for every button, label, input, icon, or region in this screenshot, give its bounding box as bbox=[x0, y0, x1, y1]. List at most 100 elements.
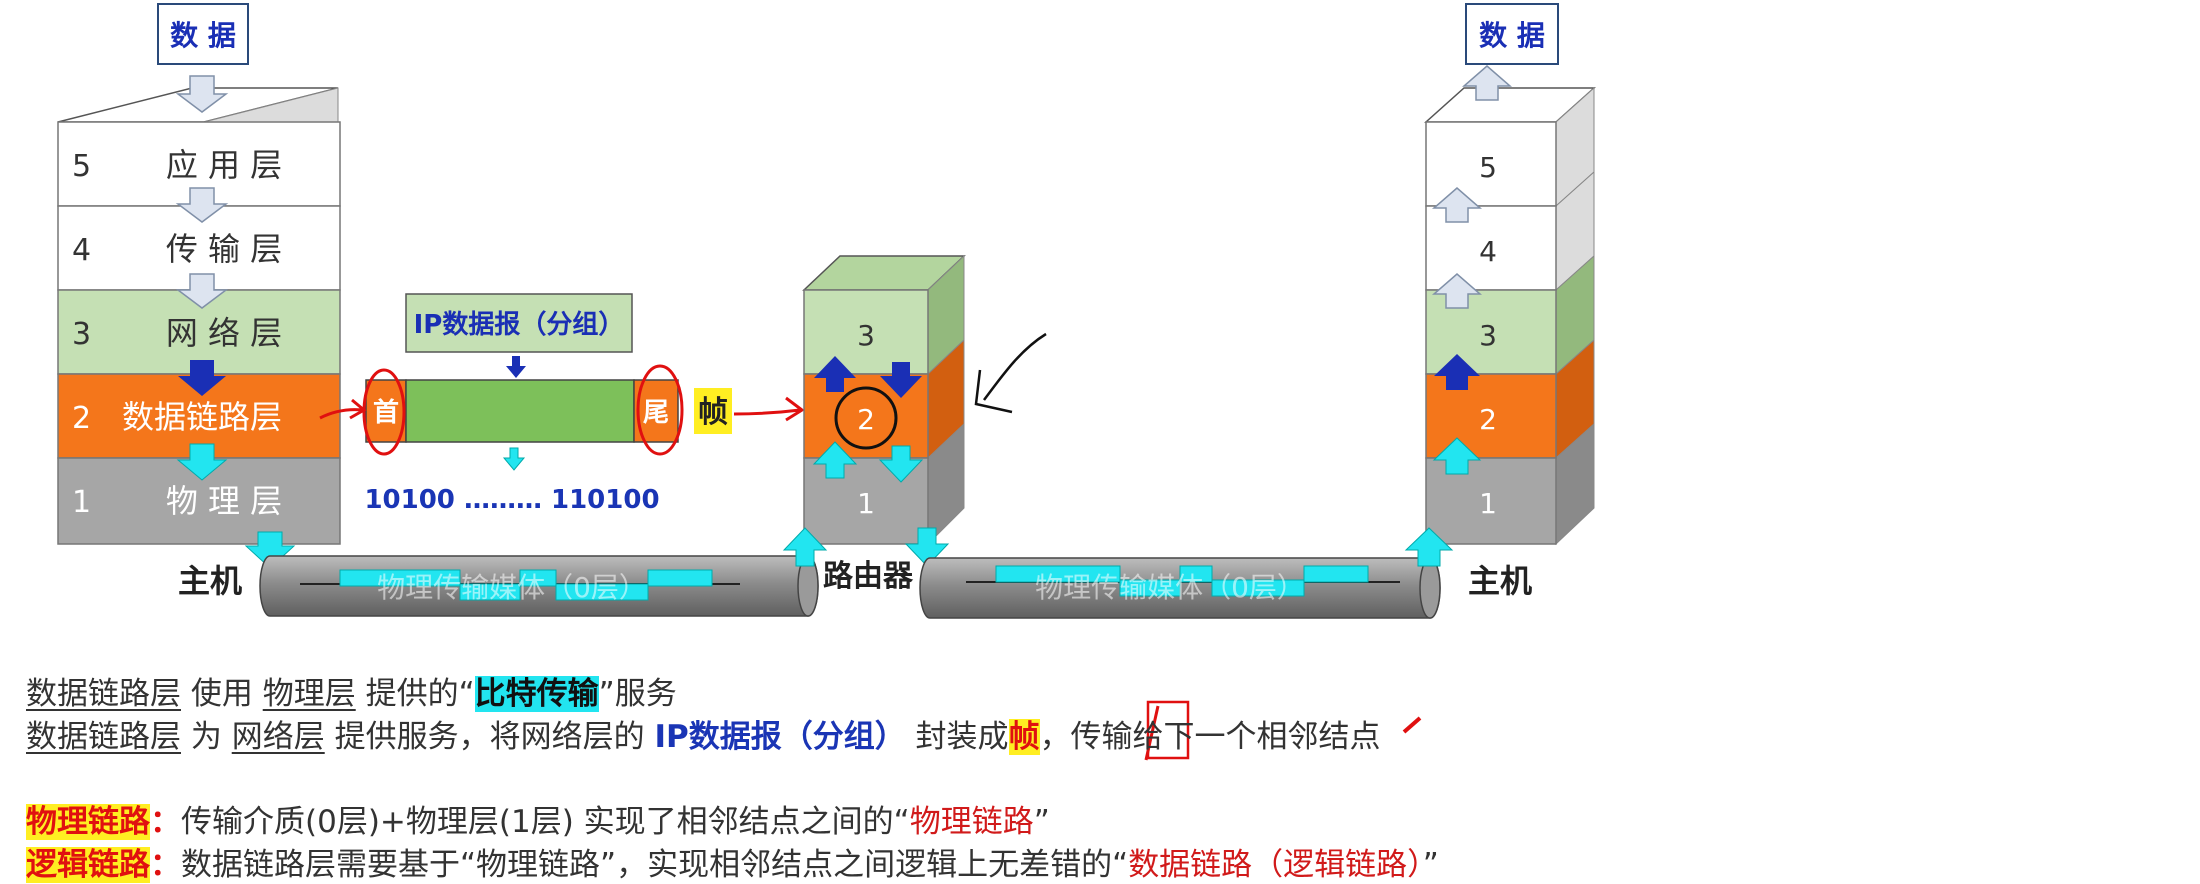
tail-circle bbox=[636, 364, 684, 456]
right-data-box bbox=[1465, 3, 1559, 65]
frame-payload bbox=[405, 379, 635, 443]
left-arrow-data-to-5 bbox=[175, 75, 229, 113]
note2-encap: 封装成 bbox=[905, 719, 1009, 755]
head-circle bbox=[362, 368, 406, 456]
router-up-arrow-1-2 bbox=[812, 441, 858, 479]
right-layer-2-num: 2 bbox=[1479, 403, 1497, 436]
packet-down-arrow bbox=[506, 356, 526, 378]
router-down-arrow-2-1 bbox=[878, 445, 924, 483]
right-host-stack: 数 据 5 4 3 2 1 主机 bbox=[1404, 3, 1596, 600]
right-arrow-5-to-data bbox=[1461, 65, 1513, 101]
left-layer-5-name: 应 用 层 bbox=[166, 146, 282, 184]
frame-text-box bbox=[1146, 700, 1190, 760]
note2-ip: IP数据报（分组） bbox=[654, 719, 906, 755]
note2-frame: 帧 bbox=[1008, 719, 1040, 755]
left-layer-5-num: 5 bbox=[72, 149, 91, 184]
left-layer-3-num: 3 bbox=[72, 317, 91, 352]
router-stack: 3 2 1 路由器 bbox=[782, 254, 1047, 594]
note1-provides: 提供的“ bbox=[355, 676, 475, 712]
left-layer-1-name: 物 理 层 bbox=[166, 482, 282, 520]
ip-packet-label: IP数据报（分组） bbox=[414, 309, 625, 340]
frame-head-label: 首 bbox=[373, 397, 399, 428]
left-host-stack: 数 据 5 4 3 2 1 应 用 层 传 输 层 网 络 层 数据链路层 物 … bbox=[57, 3, 341, 600]
router-layer-2-num: 2 bbox=[857, 403, 875, 436]
logic-link-label: 逻辑链路 bbox=[26, 847, 150, 883]
phys-link-label: 物理链路 bbox=[26, 804, 150, 840]
router-label: 路由器 bbox=[823, 559, 914, 594]
note1-bit-transfer: 比特传输 bbox=[474, 676, 599, 712]
frame-label: 帧 bbox=[698, 395, 728, 430]
router-up-arrow-2-3 bbox=[814, 356, 856, 392]
router-up-arrow-media-1 bbox=[782, 527, 828, 567]
right-arrow-4-to-5 bbox=[1431, 187, 1483, 223]
right-layer-5-num: 5 bbox=[1479, 151, 1497, 184]
note1-dll: 数据链路层 bbox=[26, 676, 181, 712]
note-logic-link: 逻辑链路：数据链路层需要基于“物理链路”，实现相邻结点之间逻辑上无差错的“数据链… bbox=[26, 839, 1439, 884]
left-host-label: 主机 bbox=[178, 562, 242, 600]
right-arrow-3-to-4 bbox=[1431, 273, 1483, 309]
left-medium: 物理传输媒体（0层） bbox=[259, 555, 819, 617]
router-down-arrow-1-media bbox=[904, 527, 950, 567]
right-layer-4-num: 4 bbox=[1479, 235, 1497, 268]
note2-rest: ，传输给下一个相邻结点 bbox=[1039, 719, 1381, 755]
tick-mark bbox=[1402, 716, 1422, 734]
left-layer-2-num: 2 bbox=[72, 401, 91, 436]
right-layer-5 bbox=[1425, 121, 1557, 207]
frame-head bbox=[365, 379, 407, 443]
left-layer-2-name: 数据链路层 bbox=[122, 398, 282, 436]
note2-dll: 数据链路层 bbox=[26, 719, 181, 755]
right-layer-1-num: 1 bbox=[1479, 487, 1497, 520]
note-line-1: 数据链路层 使用 物理层 提供的“比特传输”服务 bbox=[26, 668, 677, 713]
note1-service: ”服务 bbox=[598, 676, 677, 712]
bits-down-arrow bbox=[502, 447, 526, 471]
right-host-label: 主机 bbox=[1468, 562, 1532, 600]
left-layer-4-num: 4 bbox=[72, 233, 91, 268]
phys-link-red: 物理链路 bbox=[909, 804, 1034, 840]
bit-stream: 10100 ……… 110100 bbox=[364, 485, 659, 515]
left-layer-1-num: 1 bbox=[72, 485, 91, 520]
frame-label-bg bbox=[694, 388, 732, 434]
router-layer2-circle bbox=[834, 386, 898, 450]
left-layer-3-name: 网 络 层 bbox=[166, 314, 282, 352]
right-medium-label: 物理传输媒体（0层） bbox=[1035, 571, 1305, 604]
left-arrow-5-to-4 bbox=[175, 187, 229, 223]
right-medium: 物理传输媒体（0层） bbox=[919, 557, 1441, 619]
note-line-2: 数据链路层 为 网络层 提供服务，将网络层的 IP数据报（分组） 封装成帧，传输… bbox=[26, 711, 1381, 756]
phys-link-end: ” bbox=[1033, 804, 1050, 840]
frame-tail-label: 尾 bbox=[643, 398, 669, 428]
right-layer-3-num: 3 bbox=[1479, 319, 1497, 352]
note1-phy: 物理层 bbox=[262, 676, 356, 712]
note2-net: 网络层 bbox=[231, 719, 325, 755]
frame-illustration: IP数据报（分组） 首 尾 帧 10100 ……… 110100 bbox=[319, 293, 805, 515]
left-arrow-2-to-1 bbox=[176, 443, 228, 481]
pointer-arrow bbox=[974, 332, 1047, 414]
right-data-label: 数 据 bbox=[1479, 19, 1545, 52]
logic-link-end: ” bbox=[1422, 847, 1439, 883]
router-layer-1-num: 1 bbox=[857, 487, 875, 520]
left-data-box bbox=[157, 3, 249, 65]
right-arrow-1-to-2 bbox=[1432, 437, 1482, 475]
note2-provide: 提供服务，将网络层的 bbox=[324, 719, 655, 755]
note-phys-link: 物理链路：传输介质(0层)+物理层(1层) 实现了相邻结点之间的“物理链路” bbox=[26, 796, 1050, 841]
phys-link-colon: ： bbox=[150, 804, 181, 840]
logic-link-colon: ： bbox=[150, 847, 181, 883]
router-down-arrow-3-2 bbox=[880, 362, 922, 398]
note1-uses: 使用 bbox=[181, 676, 263, 712]
left-data-label: 数 据 bbox=[170, 19, 236, 52]
right-arrow-2-to-3 bbox=[1434, 354, 1480, 390]
note2-for: 为 bbox=[181, 719, 232, 755]
left-arrow-4-to-3 bbox=[175, 273, 229, 309]
logic-link-red: 数据链路（逻辑链路） bbox=[1128, 847, 1423, 883]
logic-link-text: 数据链路层需要基于“物理链路”，实现相邻结点之间逻辑上无差错的“ bbox=[181, 847, 1129, 883]
left-medium-label: 物理传输媒体（0层） bbox=[377, 571, 647, 604]
right-arrow-media-to-1 bbox=[1404, 527, 1454, 567]
left-layer-4-name: 传 输 层 bbox=[166, 230, 282, 268]
red-arrow-right bbox=[733, 396, 805, 422]
red-arrow-left bbox=[319, 398, 367, 420]
router-layer-3 bbox=[803, 289, 929, 375]
left-arrow-3-to-2 bbox=[178, 360, 226, 396]
phys-link-text: 传输介质(0层)+物理层(1层) 实现了相邻结点之间的“ bbox=[181, 804, 910, 840]
ip-packet-box bbox=[405, 293, 633, 353]
router-layer-3-num: 3 bbox=[857, 319, 875, 352]
